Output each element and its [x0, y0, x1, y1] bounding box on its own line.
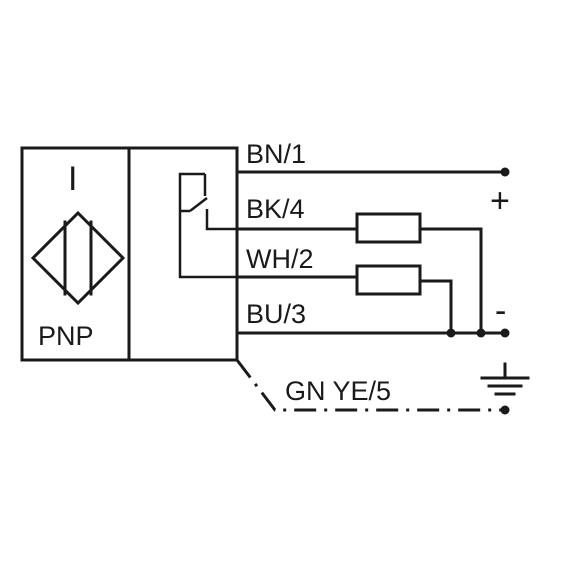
switch-contact-icon [178, 172, 237, 279]
terminal-ground-dot [500, 405, 510, 415]
sensor-housing [20, 146, 239, 362]
junction-dot-bk4 [476, 328, 486, 338]
load-resistor-bk4-icon [355, 212, 422, 244]
wire-label-bu3: BU/3 [246, 299, 306, 329]
sensor-type-label: I [68, 160, 77, 198]
load-resistor-wh2-icon [355, 264, 422, 296]
inductive-sensor-icon [30, 210, 126, 306]
output-type-label: PNP [38, 321, 94, 351]
wire-gnye5 [235, 359, 505, 412]
wire-label-bk4: BK/4 [246, 194, 305, 224]
wire-label-bn1: BN/1 [246, 139, 306, 169]
wire-label-wh2: WH/2 [246, 244, 314, 274]
junction-dot-wh2 [446, 328, 456, 338]
wire-bk4-return [418, 227, 483, 335]
terminal-positive-dot [500, 167, 510, 177]
terminal-negative-label: - [495, 292, 506, 330]
output-stage-box [127, 146, 239, 362]
terminal-positive-label: + [490, 182, 510, 220]
ground-icon [480, 362, 530, 396]
wire-label-gnye5: GN YE/5 [285, 376, 391, 406]
terminal-negative-dot [500, 328, 510, 338]
wire-wh2-return [418, 279, 453, 335]
